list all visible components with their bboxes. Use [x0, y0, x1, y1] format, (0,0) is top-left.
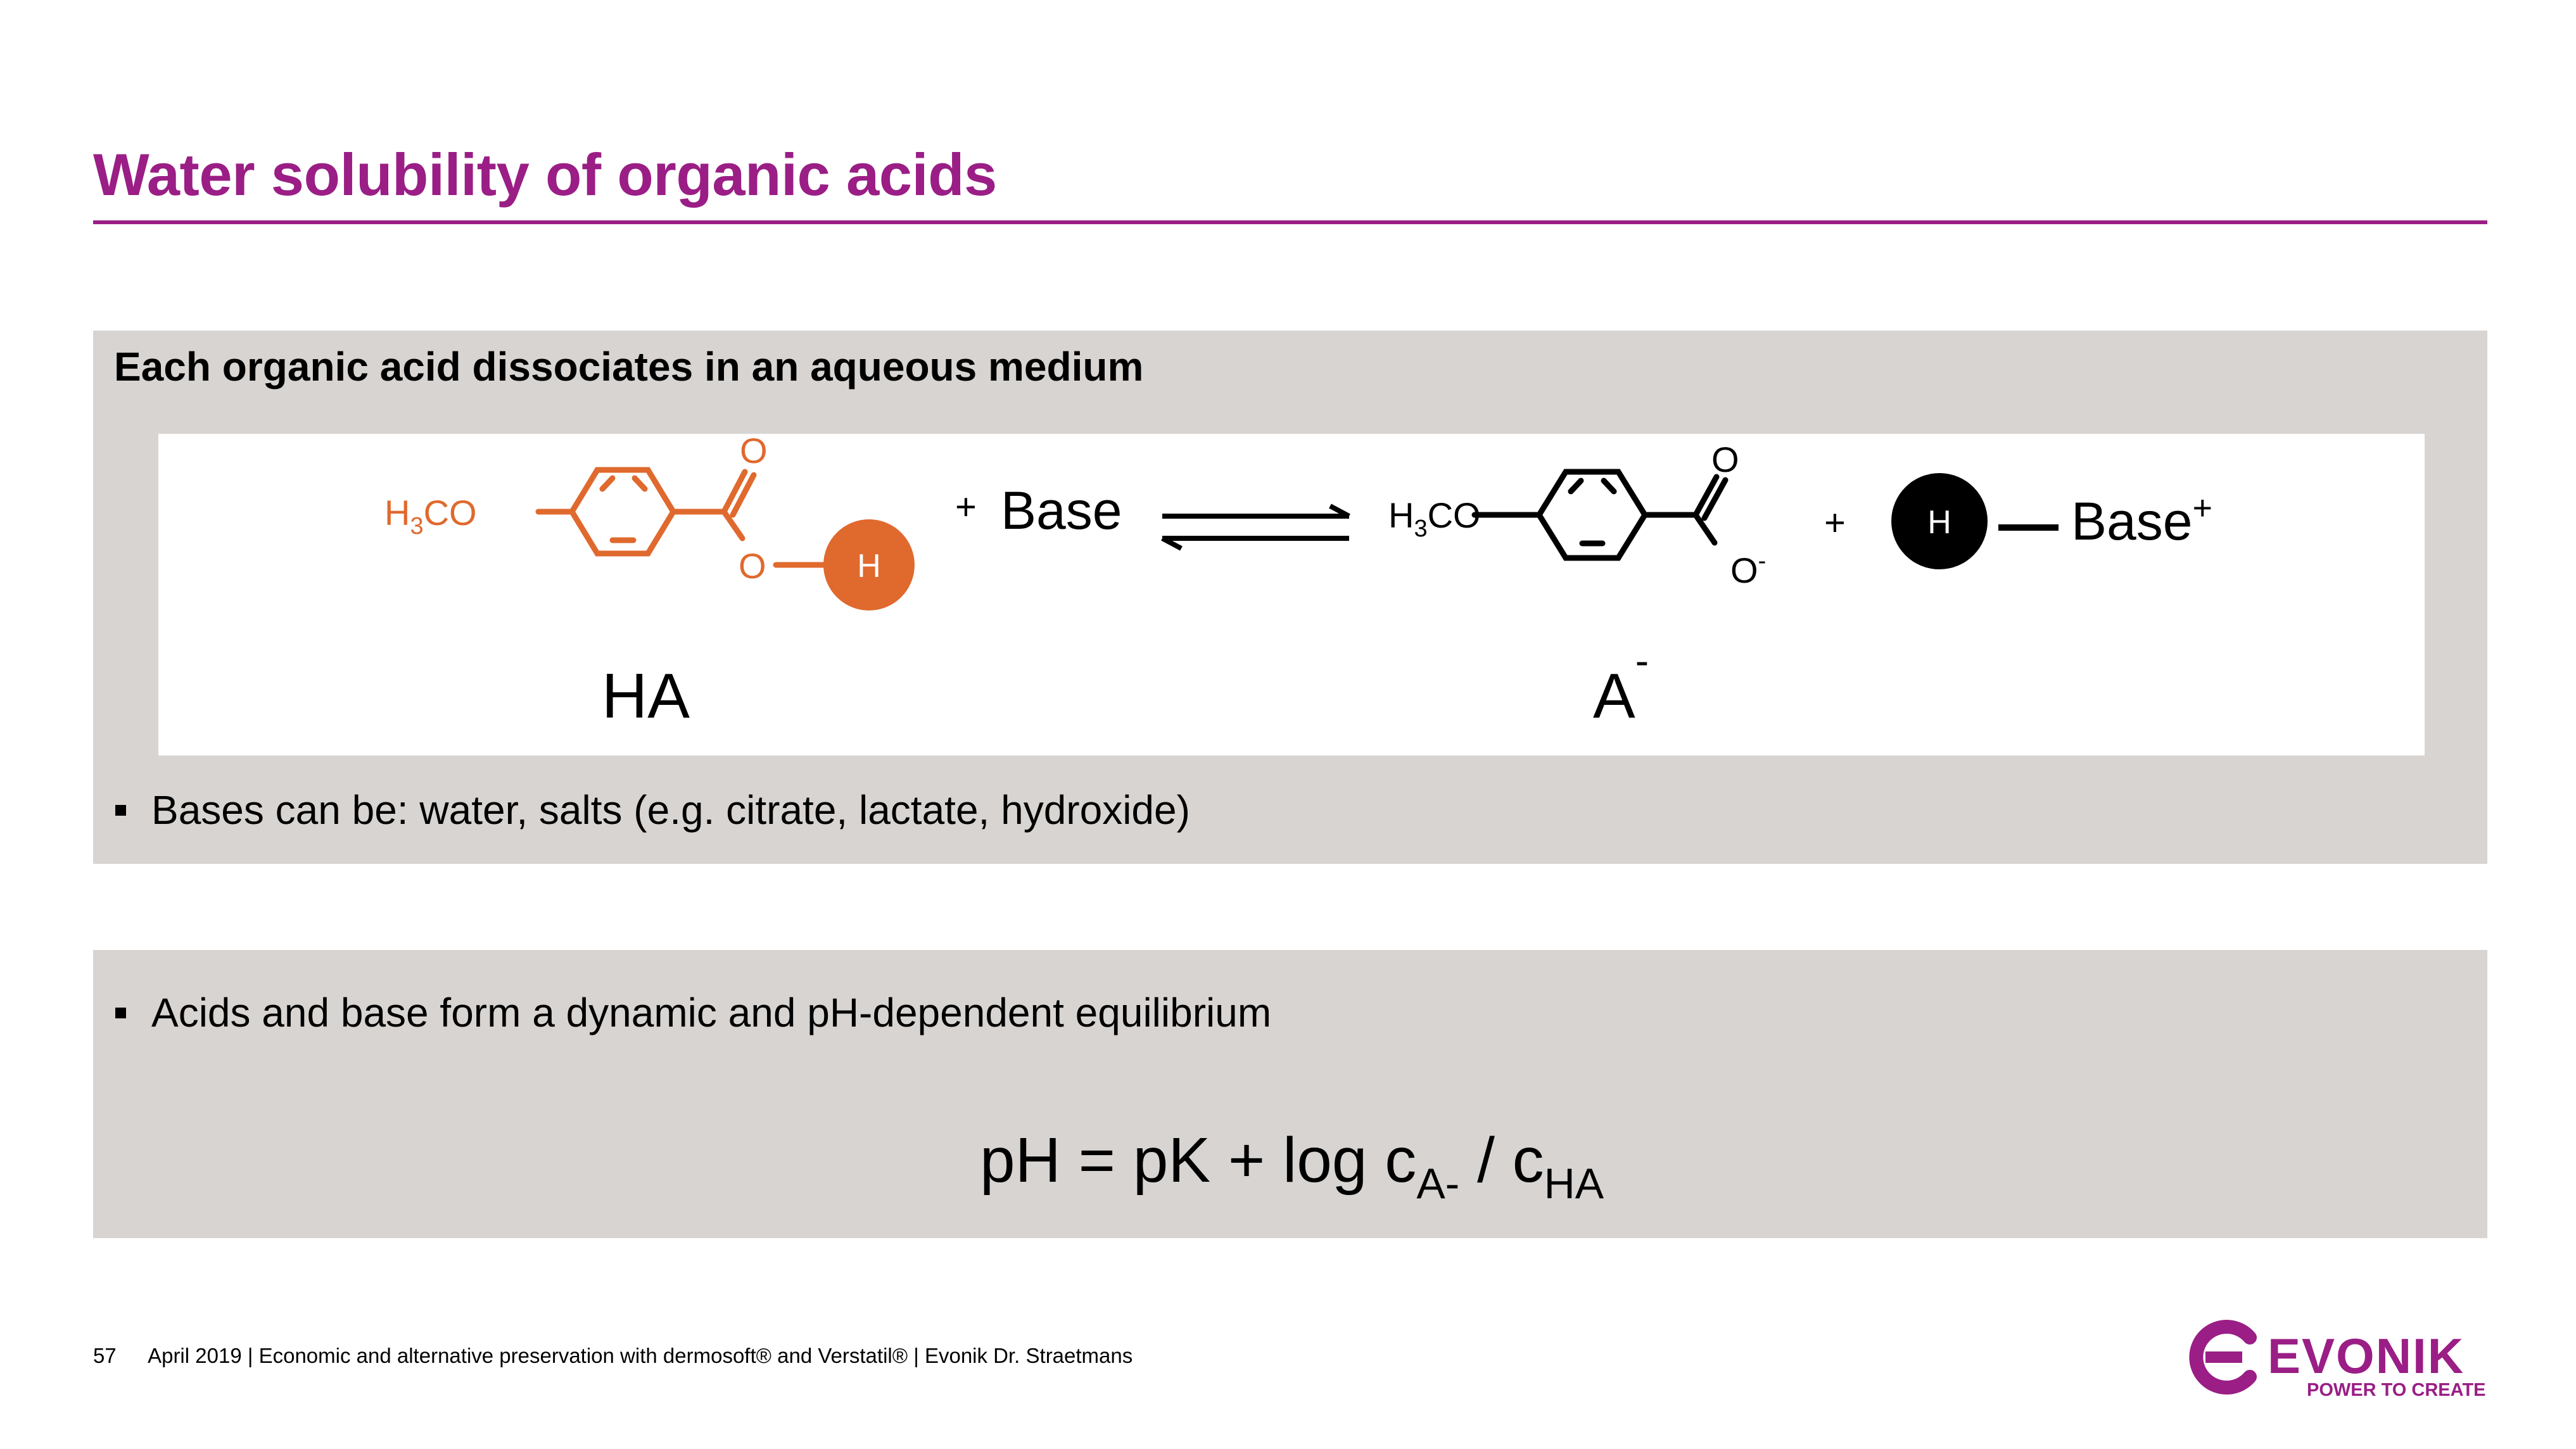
henderson-hasselbalch-formula: pH = pK + log cA- / cHA: [980, 1124, 1604, 1208]
page-title: Water solubility of organic acids: [93, 141, 997, 208]
bullet-marker: [115, 804, 126, 816]
bullet-text: Acids and base form a dynamic and pH-dep…: [151, 990, 1272, 1035]
formula-sub-ha: HA: [1544, 1160, 1604, 1208]
formula-sub-a: A-: [1416, 1160, 1460, 1208]
anion-substituent-label: H3CO: [1388, 495, 1481, 542]
page-number: 57: [93, 1344, 117, 1367]
acid-carbonyl-oxygen: O: [740, 434, 768, 471]
bullet-marker: [115, 1007, 126, 1018]
bases-bullet: Bases can be: water, salts (e.g. citrate…: [115, 787, 1190, 833]
reaction-box: H3CO O O H + Base: [158, 434, 2425, 756]
formula-mid: / c: [1459, 1125, 1544, 1196]
anion-molecule: [1471, 469, 1729, 561]
proton-circle-black: [1891, 473, 1988, 569]
logo-tagline: POWER TO CREATE: [2307, 1380, 2486, 1400]
plus-sign-right: +: [1824, 502, 1846, 543]
dissociation-panel: Each organic acid dissociates in an aque…: [93, 331, 2487, 864]
panel-heading: Each organic acid dissociates in an aque…: [114, 344, 1144, 389]
base-plus-label: Base+: [2071, 489, 2212, 551]
a-label: A-: [1593, 638, 1649, 731]
proton-label-2: H: [1927, 504, 1951, 541]
formula-main: pH = pK + log c: [980, 1125, 1417, 1196]
acid-molecule: [535, 467, 830, 568]
equilibrium-arrows: [1161, 503, 1350, 551]
base-label: Base: [1001, 481, 1122, 540]
evonik-logo-mark: EVONIK POWER TO CREATE: [2189, 1320, 2486, 1400]
ha-label: HA: [602, 661, 690, 731]
footer-text: April 2019 | Economic and alternative pr…: [148, 1344, 1133, 1367]
anion-carbonyl-oxygen: O: [1711, 440, 1739, 479]
equilibrium-bullet: Acids and base form a dynamic and pH-dep…: [115, 989, 1271, 1036]
plus-sign-left: +: [955, 486, 977, 528]
bullet-text: Bases can be: water, salts (e.g. citrate…: [151, 787, 1190, 833]
acid-substituent-label: H3CO: [384, 493, 477, 540]
anion-oxygen: O-: [1730, 548, 1766, 590]
logo-wordmark: EVONIK: [2268, 1328, 2465, 1384]
reaction-diagram: H3CO O O H + Base: [384, 434, 2212, 731]
proton-circle-orange: [823, 519, 915, 611]
equilibrium-panel: Acids and base form a dynamic and pH-dep…: [93, 950, 2487, 1238]
evonik-logo: EVONIK POWER TO CREATE: [2179, 1312, 2489, 1404]
footer: 57 April 2019 | Economic and alternative…: [93, 1344, 1133, 1368]
proton-label: H: [857, 548, 881, 585]
title-underline: [93, 220, 2487, 224]
acid-hydroxyl-oxygen: O: [739, 546, 766, 586]
